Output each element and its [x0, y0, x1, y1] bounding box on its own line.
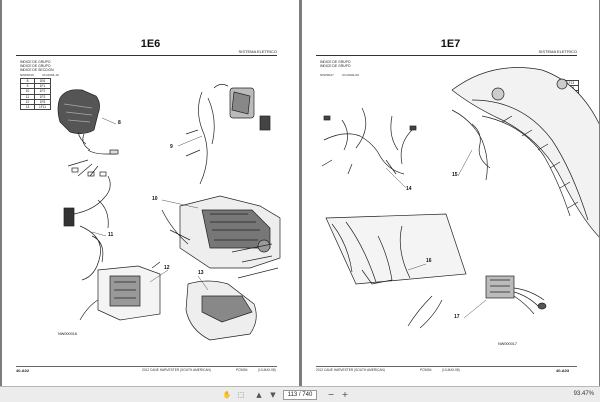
- left-code: NW00016: [20, 73, 34, 77]
- left-section-label: SISTEMA ELETRICO: [238, 49, 277, 54]
- figure-id: NW000017: [498, 342, 517, 346]
- callout-9: 9: [170, 144, 173, 150]
- left-footer-title: 2012 CANE HARVESTER (SOUTH AMERICAN): [142, 368, 211, 372]
- left-header-rule: [16, 55, 277, 56]
- callout-14: 14: [406, 186, 412, 192]
- callout-17: 17: [454, 314, 460, 320]
- left-index-line: INDICE DE GRUPO: [20, 64, 51, 68]
- left-wiring-illustrations: [57, 84, 281, 341]
- callout-8: 8: [118, 120, 121, 126]
- right-footer-code: PC9654: [420, 368, 432, 372]
- viewer-toolbar: ✋ ⬚ ▲ ▼ 113 / 740 − + 93.47%: [0, 386, 600, 402]
- zoom-in-icon[interactable]: +: [341, 390, 349, 399]
- page-number-input[interactable]: 113 / 740: [283, 390, 317, 400]
- left-footer-page: 40-A02: [16, 368, 30, 373]
- right-section-label: SISTEMA ELETRICO: [538, 49, 577, 54]
- right-index-line: INDICE DE GRUPO: [320, 64, 351, 68]
- right-header-rule: [316, 55, 577, 56]
- callout-11: 11: [108, 232, 114, 238]
- callout-16: 16: [426, 258, 432, 264]
- callout-15: 15: [452, 172, 458, 178]
- right-footer-page: 40-A03: [556, 368, 570, 373]
- left-footer-date: (10-MAY-08): [258, 368, 276, 372]
- page-down-icon[interactable]: ▼: [270, 391, 276, 399]
- figure-id: NW000016: [58, 332, 77, 336]
- callout-12: 12: [164, 265, 170, 271]
- left-index-line: INDICE DE GRUPO: [20, 60, 51, 64]
- callout-13: 13: [198, 270, 204, 276]
- hand-icon[interactable]: ✋: [222, 391, 232, 399]
- right-index-line: INDICE DE GRUPO: [320, 60, 351, 64]
- table-cell: 1F11: [34, 103, 51, 111]
- callout-10: 10: [152, 196, 158, 202]
- right-footer-title: 2012 CANE HARVESTER (SOUTH AMERICAN): [316, 368, 385, 372]
- left-footer-code: PC9654: [236, 368, 248, 372]
- right-page: 1E7 SISTEMA ELETRICO INDICE DE GRUPO IND…: [302, 0, 599, 386]
- right-code: UN-0004-06: [342, 73, 359, 77]
- right-footer-date: (10-MAY-08): [442, 368, 460, 372]
- zoom-level[interactable]: 93.47%: [573, 391, 594, 397]
- left-code: UN-0004-10: [42, 73, 59, 77]
- right-wiring-illustrations: [321, 67, 599, 329]
- right-footer-rule: [316, 366, 577, 367]
- page-up-icon[interactable]: ▲: [256, 391, 262, 399]
- right-page-title: 1E7: [440, 38, 461, 50]
- select-icon[interactable]: ⬚: [237, 391, 245, 399]
- zoom-out-icon[interactable]: −: [327, 390, 335, 399]
- left-page: 1E6 SISTEMA ELETRICO INDICE DE GRUPO IND…: [2, 0, 299, 386]
- left-index-line: INDICE DE SECCION: [20, 68, 54, 72]
- left-page-title: 1E6: [140, 38, 161, 50]
- right-code: NW00017: [320, 73, 334, 77]
- left-footer-rule: [16, 366, 277, 367]
